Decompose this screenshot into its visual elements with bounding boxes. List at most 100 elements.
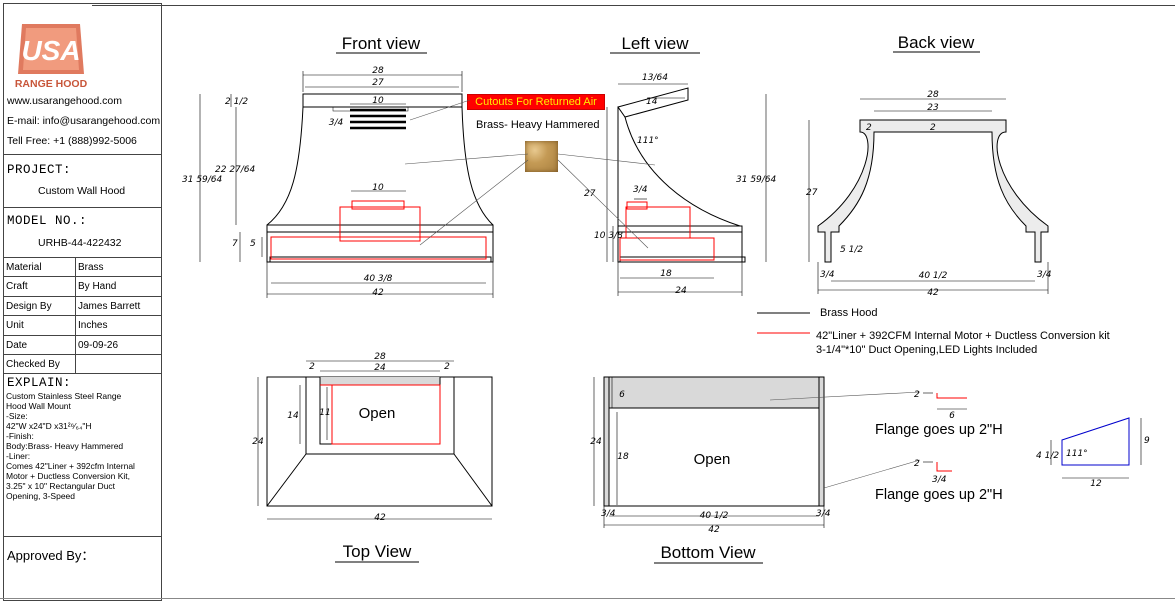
svg-text:42: 42 [374, 513, 386, 523]
spec-value: Brass [78, 262, 104, 273]
svg-text:24: 24 [675, 286, 687, 296]
explain-heading: EXPLAIN: [7, 376, 72, 390]
svg-text:5 1/2: 5 1/2 [840, 245, 863, 255]
svg-text:2: 2 [930, 123, 936, 133]
spec-value: By Hand [78, 281, 117, 292]
left-view: 13/64 14 111° 27 3/4 10 3/8 18 24 31 59/… [557, 73, 777, 296]
svg-text:RANGE HOOD: RANGE HOOD [15, 78, 88, 90]
svg-text:2: 2 [914, 459, 920, 469]
svg-text:27: 27 [806, 188, 818, 198]
svg-text:14: 14 [646, 97, 658, 107]
svg-text:USA: USA [21, 35, 80, 66]
top-view-title: Top View [343, 542, 412, 561]
svg-text:31 59/64: 31 59/64 [736, 175, 777, 185]
svg-text:27: 27 [584, 189, 596, 199]
spec-value: James Barrett [78, 301, 141, 312]
spec-row-designer: Design By James Barrett [4, 296, 161, 316]
svg-text:42: 42 [372, 288, 384, 298]
legend-hood: Brass Hood [820, 307, 877, 319]
spec-value: Inches [78, 320, 108, 331]
top-open-label: Open [359, 405, 396, 422]
svg-text:6: 6 [619, 390, 625, 400]
svg-text:2: 2 [444, 362, 450, 372]
brass-hammered-swatch [525, 141, 558, 172]
svg-text:5: 5 [250, 239, 256, 249]
svg-text:40 1/2: 40 1/2 [700, 511, 729, 521]
back-view: 28 23 2 2 27 5 1/2 3/4 40 1/2 3/4 42 [806, 90, 1052, 298]
svg-text:3/4: 3/4 [329, 118, 344, 128]
back-view-title: Back view [898, 33, 975, 52]
svg-text:14: 14 [287, 411, 299, 421]
svg-text:24: 24 [374, 363, 386, 373]
svg-text:23: 23 [927, 103, 939, 113]
bottom-open-label: Open [694, 451, 731, 468]
svg-text:10: 10 [372, 183, 384, 193]
legend: Brass Hood 42"Liner + 392CFM Internal Mo… [757, 307, 1110, 356]
bottom-view: 6 24 18 3/4 40 1/2 3/4 42 Open [590, 376, 921, 535]
phone-text: Tell Free: +1 (888)992-5006 [7, 135, 137, 147]
legend-liner: 42"Liner + 392CFM Internal Motor + Ductl… [816, 330, 1110, 342]
svg-text:3/4: 3/4 [1037, 270, 1052, 280]
flange-note-2: Flange goes up 2"H [875, 487, 1003, 503]
spec-key: Unit [6, 320, 24, 331]
svg-text:24: 24 [252, 437, 264, 447]
svg-text:2 1/2: 2 1/2 [225, 97, 248, 107]
svg-text:13/64: 13/64 [642, 73, 668, 83]
flange-details: 2 6 2 3/4 Flange goes up 2"H Flange goes… [875, 390, 1003, 503]
usa-range-hood-logo: USA RANGE HOOD [14, 24, 88, 90]
svg-text:40 3/8: 40 3/8 [364, 274, 393, 284]
spec-key: Material [6, 262, 42, 273]
model-value: URHB-44-422432 [38, 237, 122, 249]
svg-text:3/4: 3/4 [932, 475, 947, 485]
svg-text:2: 2 [309, 362, 315, 372]
svg-text:18: 18 [660, 269, 672, 279]
svg-text:10: 10 [372, 96, 384, 106]
spec-value: 09-09-26 [78, 340, 119, 351]
spec-row-date: Date 09-09-26 [4, 335, 161, 355]
email-text: E-mail: info@usarangehood.com [7, 115, 161, 127]
spec-key: Date [6, 340, 28, 351]
svg-text:27: 27 [372, 78, 384, 88]
spec-row-unit: Unit Inches [4, 315, 161, 335]
legend-liner-2: 3-1/4"*10" Duct Opening,LED Lights Inclu… [816, 344, 1037, 356]
front-view-title: Front view [342, 34, 421, 53]
title-block: USA RANGE HOOD www.usarangehood.com E-ma… [3, 3, 162, 601]
svg-text:2: 2 [866, 123, 872, 133]
spec-row-craft: Craft By Hand [4, 276, 161, 296]
svg-text:22 27/64: 22 27/64 [215, 165, 256, 175]
svg-text:111°: 111° [1066, 449, 1088, 459]
svg-text:28: 28 [374, 352, 386, 362]
top-view: 28 2 24 2 14 11 24 42 Open [252, 352, 493, 523]
svg-text:31 59/64: 31 59/64 [182, 175, 223, 185]
svg-text:12: 12 [1090, 479, 1102, 489]
website-text: www.usarangehood.com [7, 95, 122, 107]
svg-text:28: 28 [927, 90, 939, 100]
svg-text:7: 7 [232, 239, 238, 249]
project-heading: PROJECT: [7, 163, 72, 177]
svg-text:40 1/2: 40 1/2 [919, 271, 948, 281]
approved-by-label: Approved By： [7, 548, 95, 563]
finish-callout: Brass- Heavy Hammered [476, 119, 600, 131]
svg-text:4 1/2: 4 1/2 [1036, 451, 1059, 461]
svg-text:11: 11 [319, 408, 330, 418]
svg-text:28: 28 [372, 66, 384, 76]
svg-text:42: 42 [708, 525, 720, 535]
spec-row-material: Material Brass [4, 257, 161, 277]
bottom-view-title: Bottom View [660, 543, 756, 562]
left-view-title: Left view [621, 34, 689, 53]
svg-text:3/4: 3/4 [601, 509, 616, 519]
svg-text:3/4: 3/4 [633, 185, 648, 195]
spec-key: Craft [6, 281, 28, 292]
spec-key: Checked By [6, 359, 60, 370]
spec-row-checked: Checked By [4, 354, 161, 374]
svg-text:3/4: 3/4 [820, 270, 835, 280]
svg-text:10 3/8: 10 3/8 [594, 231, 623, 241]
svg-text:42: 42 [927, 288, 939, 298]
model-heading: MODEL NO.: [7, 214, 88, 228]
spec-key: Design By [6, 301, 52, 312]
svg-text:2: 2 [914, 390, 920, 400]
section-detail: 4 1/2 111° 9 12 [1036, 417, 1150, 489]
svg-text:111°: 111° [637, 136, 659, 146]
